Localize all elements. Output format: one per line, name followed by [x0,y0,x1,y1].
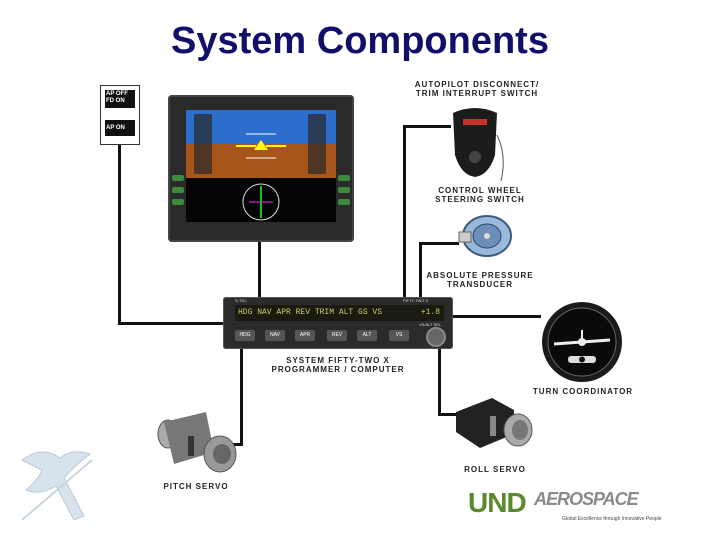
vs-alt-select-knob[interactable] [426,327,446,347]
disconnect-switch-image [453,108,504,182]
wire-transducer-vertical [419,242,422,298]
pfd-altitude-tape [308,114,326,174]
wire-turn-horizontal [453,315,541,318]
pfd-screen [186,110,336,222]
wire-roll-horizontal [438,413,460,416]
logo-und: UND [468,487,527,518]
annunciator-ap-on: AP ON [105,120,135,136]
roll-servo-label: ROLL SERVO [464,465,526,474]
transducer-label-line1: ABSOLUTE PRESSURE [426,271,534,280]
pfd-softkey[interactable] [338,187,350,193]
programmer-label-line2: PROGRAMMER / COMPUTER [271,365,405,374]
wire-pitch-vertical [240,349,243,446]
wire-annunciator-vertical [118,143,121,325]
programmer-label: SYSTEM FIFTY-TWO X PROGRAMMER / COMPUTER [268,356,408,374]
pfd-attitude-symbols [186,133,336,222]
key-vs[interactable]: VS [389,330,409,341]
eagle-watermark-icon [21,451,93,521]
cws-label-line2: STEERING SWITCH [435,195,525,204]
programmer-brand: S-TEC [235,298,247,303]
annunciator-panel: AP OFF FD ON AP ON [100,85,140,145]
page-title: System Components [171,20,549,62]
pressure-transducer-image [458,215,512,257]
cws-label-line1: CONTROL WHEEL [438,186,522,195]
logo-tagline: Global Excellence through Innovative Peo… [562,516,662,522]
pfd-softkey[interactable] [172,187,184,193]
key-rev[interactable]: REV [327,330,347,341]
pfd-softkey[interactable] [172,175,184,181]
primary-flight-display [168,95,354,242]
programmer-display-value: +1.8 [420,308,440,317]
transducer-label: ABSOLUTE PRESSURE TRANSDUCER [425,271,535,289]
disconnect-label-line2: TRIM INTERRUPT SWITCH [415,89,539,98]
turn-coordinator-label: TURN COORDINATOR [532,387,634,396]
pfd-softkey[interactable] [338,199,350,205]
pfd-softkey[interactable] [172,199,184,205]
pitch-servo-label: PITCH SERVO [163,482,229,491]
wire-annunciator-horizontal [118,322,224,325]
programmer-model: FIFTY-TWO X [403,298,429,303]
annunciator-ap-off-fd-on: AP OFF FD ON [105,90,135,108]
disconnect-label-line1: AUTOPILOT DISCONNECT/ [414,80,540,89]
annunciator-line2: FD ON [106,98,125,104]
disconnect-label: AUTOPILOT DISCONNECT/ TRIM INTERRUPT SWI… [412,80,542,98]
transducer-label-line2: TRANSDUCER [447,280,513,289]
wire-transducer-horizontal [419,242,459,245]
wire-disconnect-vertical [403,125,406,298]
key-apr[interactable]: APR [295,330,315,341]
pfd-softkey[interactable] [338,175,350,181]
wire-pfd [258,242,261,298]
programmer-display-modes: HDG NAV APR REV TRIM ALT GS VS [238,308,383,317]
programmer-computer: S-TEC FIFTY-TWO X HDG NAV APR REV TRIM A… [223,297,453,349]
logo-aerospace: AEROSPACE [534,489,639,509]
annunciator-line1: AP OFF [106,91,128,97]
key-nav[interactable]: NAV [265,330,285,341]
und-aerospace-logo: UND AEROSPACE Global Excellence through … [466,487,698,527]
wire-disconnect-horizontal [403,125,451,128]
pfd-airspeed-tape [194,114,212,174]
wire-roll-vertical [438,349,441,416]
key-hdg[interactable]: HDG [235,330,255,341]
programmer-display: HDG NAV APR REV TRIM ALT GS VS +1.8 [235,305,444,321]
roll-servo-image [456,398,533,448]
turn-coordinator-image [542,302,622,382]
pitch-servo-image [157,412,237,473]
key-alt[interactable]: ALT [357,330,377,341]
programmer-label-line1: SYSTEM FIFTY-TWO X [286,356,390,365]
knob-caption: VS/ALT SEL [419,322,442,327]
cws-label: CONTROL WHEEL STEERING SWITCH [425,186,535,204]
